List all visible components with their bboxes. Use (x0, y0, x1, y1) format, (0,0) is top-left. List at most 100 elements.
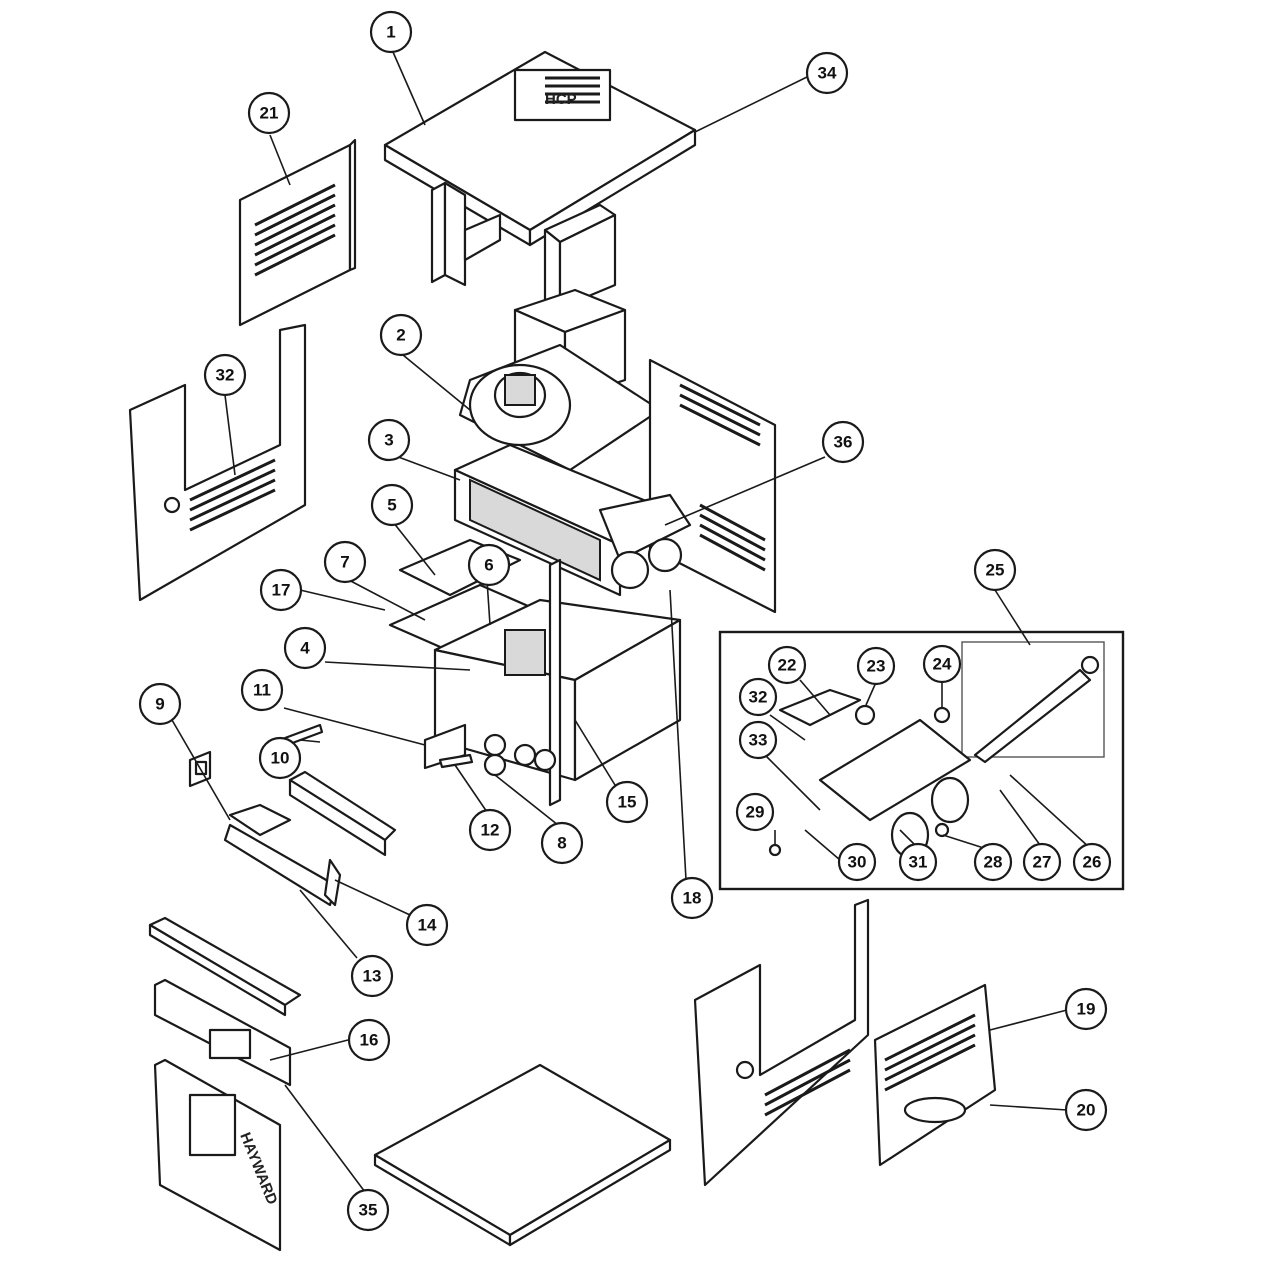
callout-16: 16 (347, 1018, 391, 1062)
right-lower-panel-vents (884, 1013, 976, 1092)
callout-label-1: 1 (386, 23, 395, 42)
callout-label-36: 36 (834, 433, 853, 452)
callout-label-11: 11 (253, 681, 271, 700)
callout-34: 34 (805, 51, 849, 95)
leader-lines (171, 51, 1091, 1193)
callout-23: 23 (856, 646, 896, 686)
cover-support-bracket (430, 181, 502, 287)
callout-label-13: 13 (363, 967, 382, 986)
callout-label-21: 21 (260, 104, 279, 123)
heat-exchanger (453, 443, 692, 597)
callout-label-5: 5 (387, 496, 396, 515)
front-door-panel: HAYWARD (153, 1058, 282, 1252)
callout-33: 33 (738, 720, 778, 760)
callout-26: 26 (1072, 842, 1112, 882)
callout-18: 18 (670, 876, 714, 920)
cover-vent-slots (545, 76, 600, 104)
callout-label-30: 30 (848, 853, 867, 872)
callout-22: 22 (767, 645, 807, 685)
callout-32-upper: 32 (203, 353, 247, 397)
callout-2: 2 (379, 313, 423, 357)
callout-6: 6 (467, 543, 511, 587)
callout-29: 29 (735, 792, 775, 832)
callout-label-23: 23 (867, 657, 886, 676)
callout-19: 19 (1064, 987, 1108, 1031)
callout-11: 11 (240, 668, 284, 712)
header-assembly (768, 655, 1100, 859)
callout-label-20: 20 (1077, 1101, 1096, 1120)
callout-15: 15 (605, 780, 649, 824)
callout-label-29: 29 (746, 803, 765, 822)
callout-1: 1 (369, 10, 413, 54)
callout-label-14: 14 (418, 916, 437, 935)
callout-label-8: 8 (557, 834, 566, 853)
callout-24: 24 (922, 644, 962, 684)
callout-label-33: 33 (749, 731, 768, 750)
callout-label-32-detail: 32 (749, 688, 768, 707)
left-upper-panel-vents (254, 183, 336, 277)
callout-20: 20 (1064, 1088, 1108, 1132)
left-u-frame-panel (128, 323, 307, 602)
callout-label-17: 17 (272, 581, 291, 600)
callout-9: 9 (138, 682, 182, 726)
callout-4: 4 (283, 626, 327, 670)
callout-7: 7 (323, 540, 367, 584)
callout-label-25: 25 (986, 561, 1005, 580)
callout-label-3: 3 (384, 431, 393, 450)
callout-3: 3 (367, 418, 411, 462)
gas-manifold-assembly (223, 803, 342, 907)
right-u-frame-vents (764, 1048, 851, 1117)
callout-label-4: 4 (300, 639, 310, 658)
callout-label-32-upper: 32 (216, 366, 235, 385)
right-panel-vents (679, 383, 766, 572)
callout-label-15: 15 (618, 793, 637, 812)
callout-13: 13 (350, 954, 394, 998)
callout-28: 28 (973, 842, 1013, 882)
part-8 (483, 753, 507, 777)
left-upper-panel (238, 138, 357, 327)
callout-label-28: 28 (984, 853, 1003, 872)
callout-label-16: 16 (360, 1031, 379, 1050)
callout-label-26: 26 (1083, 853, 1102, 872)
callout-label-31: 31 (909, 853, 928, 872)
callout-label-22: 22 (778, 656, 797, 675)
callout-21: 21 (247, 91, 291, 135)
callout-30: 30 (837, 842, 877, 882)
callout-35: 35 (346, 1188, 390, 1232)
callout-label-27: 27 (1033, 853, 1052, 872)
callout-label-35: 35 (359, 1201, 378, 1220)
callout-label-6: 6 (484, 556, 493, 575)
blower-assembly (458, 343, 662, 472)
callout-17: 17 (259, 568, 303, 612)
callout-label-18: 18 (683, 889, 702, 908)
header-detail-box (718, 630, 1125, 891)
callout-label-9: 9 (155, 695, 164, 714)
right-u-frame-panel (693, 898, 870, 1187)
callout-12: 12 (468, 808, 512, 852)
callout-label-10: 10 (271, 749, 290, 768)
callout-25: 25 (973, 548, 1017, 592)
callout-label-24: 24 (933, 655, 952, 674)
top-cover-logo: HCP (545, 91, 577, 108)
callout-14: 14 (405, 903, 449, 947)
callout-label-19: 19 (1077, 1000, 1096, 1019)
control-panel-front (153, 978, 292, 1087)
callout-5: 5 (370, 483, 414, 527)
right-side-panel (648, 358, 777, 614)
base-plate (373, 1063, 672, 1247)
callout-10: 10 (258, 736, 302, 780)
right-lower-panel (873, 983, 997, 1167)
callout-label-34: 34 (818, 64, 837, 83)
front-top-trim (148, 916, 302, 1017)
callout-31: 31 (898, 842, 938, 882)
callout-label-2: 2 (396, 326, 405, 345)
callout-27: 27 (1022, 842, 1062, 882)
callout-36: 36 (821, 420, 865, 464)
left-u-frame-vents (189, 458, 276, 532)
callout-label-7: 7 (340, 553, 349, 572)
thermostat-detail-box (961, 641, 1105, 758)
part-12 (438, 753, 474, 769)
callout-32-detail: 32 (738, 677, 778, 717)
burner-tray (288, 770, 397, 857)
